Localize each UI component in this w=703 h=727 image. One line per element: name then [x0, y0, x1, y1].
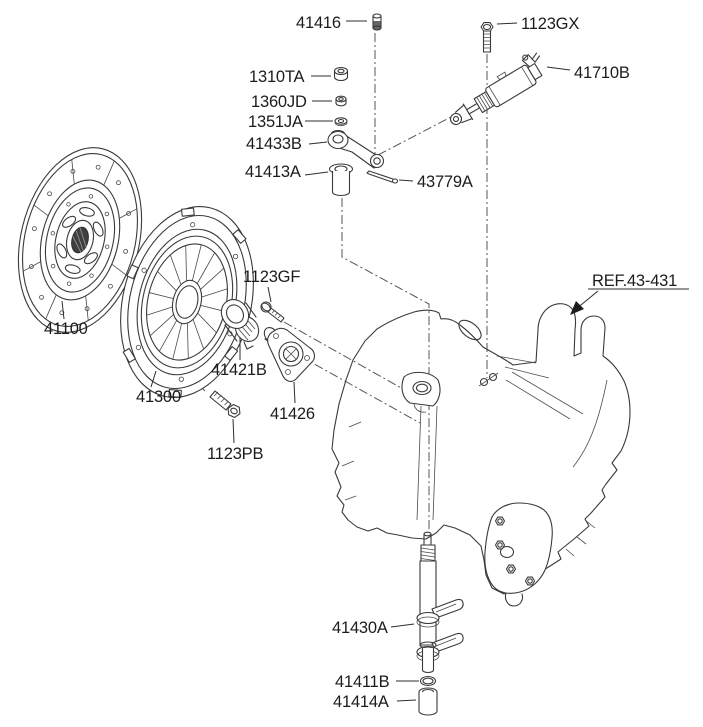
disc-spokes	[22, 159, 138, 321]
part-label-41710B: 41710B	[574, 64, 630, 82]
cover-flange-tabs	[122, 207, 247, 398]
end-cover-nuts	[494, 516, 536, 586]
shaft-bushing-41414A-drawing	[418, 687, 438, 716]
lever-bushing-41413A-drawing	[328, 163, 354, 197]
nut-1310TA-drawing	[333, 66, 349, 82]
part-label-41414A: 41414A	[333, 693, 389, 711]
reference-arrowhead	[570, 301, 584, 315]
part-label-41413A: 41413A	[245, 163, 301, 181]
washer-1351JA-drawing	[334, 117, 348, 127]
part-label-1351JA: 1351JA	[248, 113, 303, 131]
bolt-1123PB-drawing	[209, 390, 241, 418]
disc-hub-spline	[71, 226, 89, 254]
transmission-case-drawing	[331, 303, 631, 607]
part-label-41421B: 41421B	[211, 361, 267, 379]
release-bearing-drawing	[220, 299, 260, 350]
part-label-41411B: 41411B	[335, 673, 390, 691]
nut-1360JD-drawing	[335, 95, 347, 107]
part-label-41430A: 41430A	[332, 619, 388, 637]
part-label-41100: 41100	[44, 320, 88, 338]
part-labels: 41416 1123GX 41710B 1310TA 1360JD 1351JA…	[44, 14, 630, 711]
rod-43779A-drawing	[366, 170, 399, 184]
bearing-sleeve-flange-drawing	[263, 326, 315, 382]
part-label-1360JD: 1360JD	[251, 93, 307, 111]
clutch-disc-drawing	[17, 147, 143, 333]
diaphragm-fingers	[146, 244, 228, 360]
part-label-ref-43-431: REF.43-431	[592, 272, 677, 290]
reference-callout: REF.43-431	[570, 272, 689, 315]
part-label-43779A: 43779A	[417, 173, 473, 191]
release-fork-shaft-drawing	[416, 531, 464, 674]
part-label-41426: 41426	[270, 405, 315, 423]
disc-rivets	[29, 164, 131, 316]
part-label-1123GF: 1123GF	[243, 268, 300, 286]
leader-lines	[61, 20, 571, 702]
part-label-41433B: 41433B	[246, 135, 302, 153]
bolt-1123GF-drawing	[260, 301, 285, 323]
part-label-1123GX: 1123GX	[521, 15, 579, 33]
part-label-1123PB: 1123PB	[207, 445, 263, 463]
part-label-1310TA: 1310TA	[249, 68, 305, 86]
shaft-washer-41411B-drawing	[419, 675, 437, 687]
release-cylinder-drawing	[449, 52, 543, 126]
bolt-1123GX-drawing	[480, 22, 494, 53]
clutch-cover-drawing	[120, 206, 254, 398]
release-lever-41433B-drawing	[327, 129, 385, 169]
disc-torsion-springs	[56, 207, 104, 274]
part-label-41300: 41300	[136, 388, 181, 406]
part-label-41416: 41416	[296, 14, 341, 32]
stud-41416-drawing	[372, 13, 382, 31]
